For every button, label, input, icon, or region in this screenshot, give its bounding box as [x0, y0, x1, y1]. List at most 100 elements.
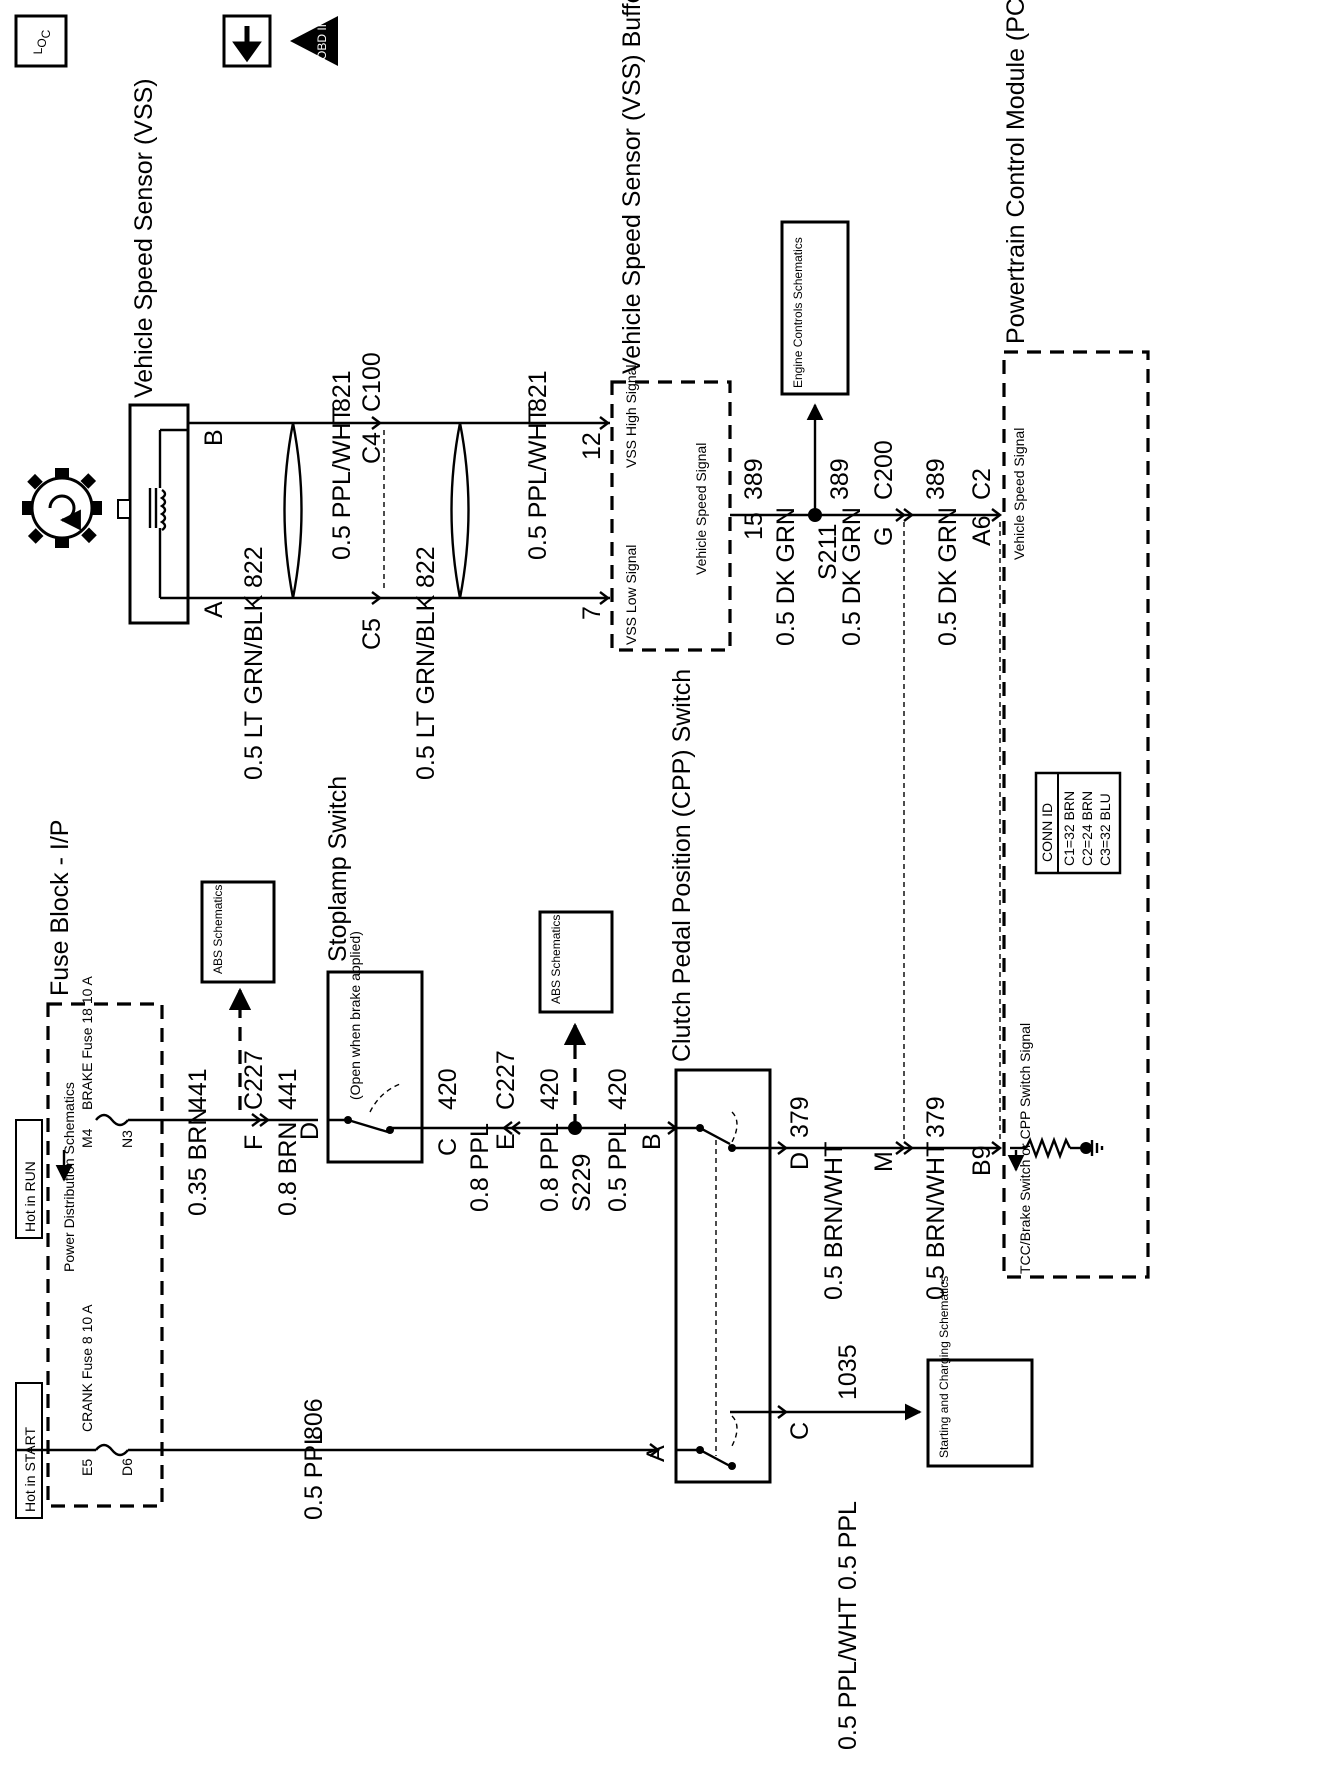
svg-text:G: G — [870, 527, 898, 546]
loc-symbol: LOC — [14, 14, 68, 68]
svg-text:Power Distribution Schematics: Power Distribution Schematics — [61, 1082, 77, 1272]
svg-text:C2=24 BRN: C2=24 BRN — [1079, 791, 1095, 866]
svg-text:E: E — [492, 1133, 520, 1150]
vss-buffer-output-label: Vehicle Speed Signal — [693, 443, 709, 575]
svg-text:C227: C227 — [492, 1050, 520, 1110]
cpp-switch — [674, 1068, 772, 1484]
svg-text:E5: E5 — [79, 1459, 95, 1476]
wire-1035-labels: C 0.5 PPL 1035 — [786, 1344, 862, 1590]
svg-text:0.5 PPL/WHT: 0.5 PPL/WHT — [524, 407, 552, 560]
svg-text:B: B — [638, 1133, 666, 1150]
svg-text:C5: C5 — [358, 618, 386, 650]
svg-text:ABS Schematics: ABS Schematics — [549, 915, 563, 1004]
svg-text:0.8 PPL: 0.8 PPL — [536, 1123, 564, 1212]
svg-text:389: 389 — [922, 458, 950, 500]
svg-text:D: D — [786, 1152, 814, 1170]
vss-buffer-title: Vehicle Speed Sensor (VSS) Buffer — [618, 0, 646, 374]
svg-text:0.5 DK GRN: 0.5 DK GRN — [772, 507, 800, 646]
svg-text:0.5 LT GRN/BLK: 0.5 LT GRN/BLK — [240, 594, 268, 780]
wire-821 — [188, 416, 610, 430]
svg-text:441: 441 — [274, 1068, 302, 1110]
vss-coil-icon — [117, 428, 188, 600]
svg-text:OBD II: OBD II — [315, 24, 329, 60]
svg-text:S211: S211 — [814, 523, 842, 580]
cpp-title: Clutch Pedal Position (CPP) Switch — [668, 669, 696, 1062]
svg-text:CRANK Fuse 8 10 A: CRANK Fuse 8 10 A — [79, 1304, 95, 1432]
pcm-box — [1002, 350, 1150, 1279]
svg-text:420: 420 — [536, 1068, 564, 1110]
svg-text:389: 389 — [826, 458, 854, 500]
svg-text:M: M — [870, 1151, 898, 1172]
svg-text:N3: N3 — [119, 1130, 135, 1148]
wire-379 — [770, 1141, 1002, 1155]
svg-text:0.8 BRN: 0.8 BRN — [274, 1122, 302, 1216]
stoplamp-title: Stoplamp Switch — [324, 776, 352, 962]
fuse-block-box — [46, 1002, 164, 1508]
twisted-pair-icon — [283, 422, 470, 599]
pcm-title: Powertrain Control Module (PCM) — [1002, 0, 1030, 344]
abs-schematics-box-1: ABS Schematics — [200, 880, 276, 984]
svg-text:C100: C100 — [358, 352, 386, 412]
crank-fuse: CRANK Fuse 8 10 A E5 D6 — [16, 1304, 660, 1476]
svg-text:B: B — [200, 429, 228, 446]
svg-text:S229: S229 — [568, 1154, 596, 1212]
svg-text:0.5 PPL: 0.5 PPL — [834, 1501, 862, 1590]
wire-822 — [188, 591, 610, 605]
obd-ii-icon: OBD II — [290, 16, 338, 66]
stoplamp-switch: (Open when brake applied) — [326, 931, 424, 1164]
vss-low-signal-label: VSS Low Signal — [623, 545, 639, 645]
svg-text:Hot in START: Hot in START — [22, 1426, 38, 1512]
cpp-pin-a: A — [642, 1445, 670, 1462]
svg-text:(Open when brake applied): (Open when brake applied) — [347, 931, 363, 1100]
wire-1035 — [770, 1403, 922, 1421]
wire-389 — [730, 403, 1002, 522]
down-arrow-icon — [222, 14, 272, 68]
wire-806-number-label: 806 — [300, 1398, 328, 1440]
svg-text:ABS Schematics: ABS Schematics — [211, 885, 225, 974]
pcm-input-symbol — [1007, 1136, 1104, 1172]
svg-text:C: C — [786, 1422, 814, 1440]
svg-text:0.5 PPL/WHT: 0.5 PPL/WHT — [328, 407, 356, 560]
svg-text:379: 379 — [922, 1096, 950, 1138]
svg-text:B9: B9 — [968, 1145, 996, 1176]
vss-title: Vehicle Speed Sensor (VSS) — [130, 78, 158, 398]
svg-text:15: 15 — [740, 512, 768, 540]
svg-text:0.35 BRN: 0.35 BRN — [184, 1108, 212, 1216]
svg-text:D: D — [296, 1122, 324, 1140]
engine-controls-box: Engine Controls Schematics — [780, 220, 850, 396]
svg-text:A6: A6 — [968, 515, 996, 546]
svg-text:12: 12 — [578, 432, 606, 460]
starting-charging-box: Starting and Charging Schematics — [926, 1276, 1034, 1468]
pcm-vss-signal-label: Vehicle Speed Signal — [1011, 428, 1027, 560]
svg-text:0.5 LT GRN/BLK: 0.5 LT GRN/BLK — [412, 594, 440, 780]
svg-text:821: 821 — [524, 370, 552, 412]
vss-buffer-box — [610, 380, 732, 652]
svg-text:389: 389 — [740, 458, 768, 500]
svg-text:Engine Controls Schematics: Engine Controls Schematics — [791, 237, 805, 388]
svg-text:C200: C200 — [870, 440, 898, 500]
svg-text:M4: M4 — [79, 1128, 95, 1148]
wire-1035-gauge-label: 0.5 PPL/WHT — [834, 1597, 862, 1750]
svg-text:LOC: LOC — [31, 29, 53, 54]
wire-420 — [422, 1022, 678, 1135]
svg-text:0.5 DK GRN: 0.5 DK GRN — [838, 507, 866, 646]
svg-text:0.8 PPL: 0.8 PPL — [466, 1123, 494, 1212]
buffer-wire-labels: 15 389 0.5 DK GRN S211 389 0.5 DK GRN G … — [740, 440, 996, 646]
vss-high-signal-label: VSS High Signal — [623, 364, 639, 468]
fuse-block-title: Fuse Block - I/P — [46, 820, 74, 996]
svg-text:D6: D6 — [119, 1458, 135, 1476]
svg-text:0.5 BRN/WHT: 0.5 BRN/WHT — [820, 1142, 848, 1300]
svg-text:821: 821 — [328, 370, 356, 412]
svg-text:441: 441 — [184, 1068, 212, 1110]
svg-text:0.5 DK GRN: 0.5 DK GRN — [934, 507, 962, 646]
svg-text:F: F — [240, 1135, 268, 1150]
wire-420-labels: C 420 0.8 PPL E C227 0.8 PPL 420 S229 0.… — [434, 1050, 666, 1212]
svg-text:7: 7 — [578, 606, 606, 620]
svg-text:0.5 BRN/WHT: 0.5 BRN/WHT — [922, 1142, 950, 1300]
svg-text:C3=32 BLU: C3=32 BLU — [1097, 793, 1113, 866]
svg-text:822: 822 — [240, 546, 268, 588]
svg-text:C4: C4 — [358, 432, 386, 464]
svg-text:C2: C2 — [968, 468, 996, 500]
vss-gear-icon — [22, 468, 102, 548]
